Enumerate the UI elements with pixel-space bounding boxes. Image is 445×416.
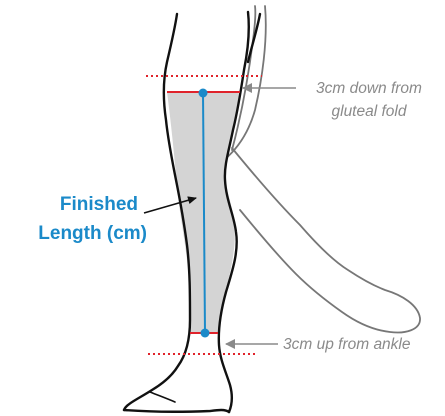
top-note-label-line2: gluteal fold — [332, 103, 408, 120]
measure-start-dot — [199, 89, 208, 98]
measure-end-dot — [201, 329, 210, 338]
top-note-label-line1: 3cm down from — [316, 80, 422, 97]
bottom-note-label: 3cm up from ankle — [283, 336, 411, 353]
back-leg-outline — [224, 6, 420, 332]
foot-outline — [124, 410, 229, 412]
finished-length-label-line2: Length (cm) — [38, 223, 147, 244]
finished-length-label-line1: Finished — [60, 194, 138, 215]
toe-crease — [150, 392, 175, 402]
